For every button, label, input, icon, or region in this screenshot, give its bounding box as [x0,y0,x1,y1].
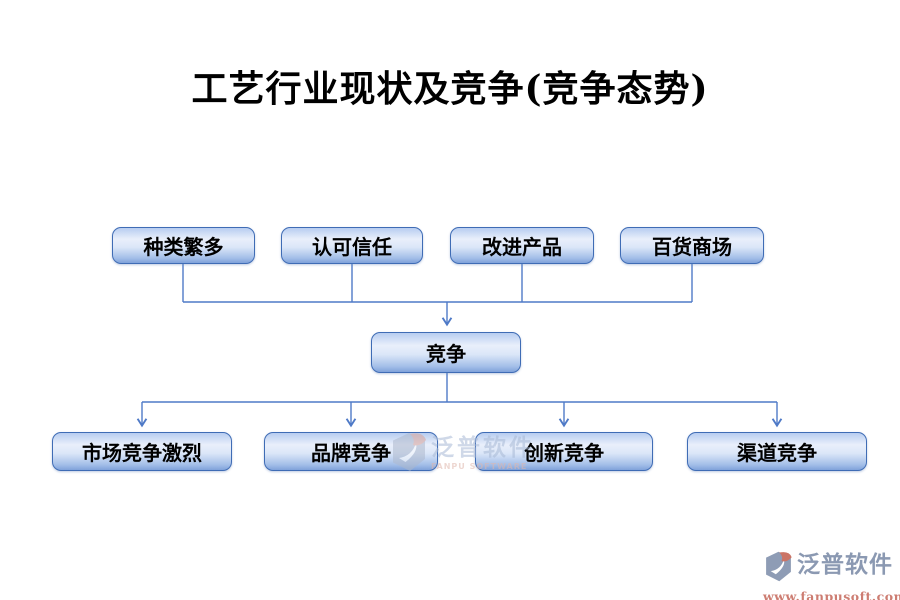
node-bottom-brand: 品牌竞争 [264,432,438,471]
footer-website-text: www.fanpusoft.com [763,589,900,600]
node-top-variety: 种类繁多 [112,227,255,264]
node-top-trust: 认可信任 [281,227,423,264]
node-bottom-market: 市场竞争激烈 [52,432,232,471]
page-title: 工艺行业现状及竞争(竞争态势) [191,68,709,110]
footer-brand-text: 泛普软件 [797,552,893,578]
footer-brand: 泛普软件 www.fanpusoft.com [763,550,900,600]
node-center-competition: 竞争 [371,332,521,373]
node-top-improve: 改进产品 [450,227,594,264]
node-bottom-innovation: 创新竞争 [475,432,653,471]
fanpu-logo-icon-small [763,550,794,587]
node-bottom-channel: 渠道竞争 [687,432,867,471]
node-top-department: 百货商场 [620,227,764,264]
